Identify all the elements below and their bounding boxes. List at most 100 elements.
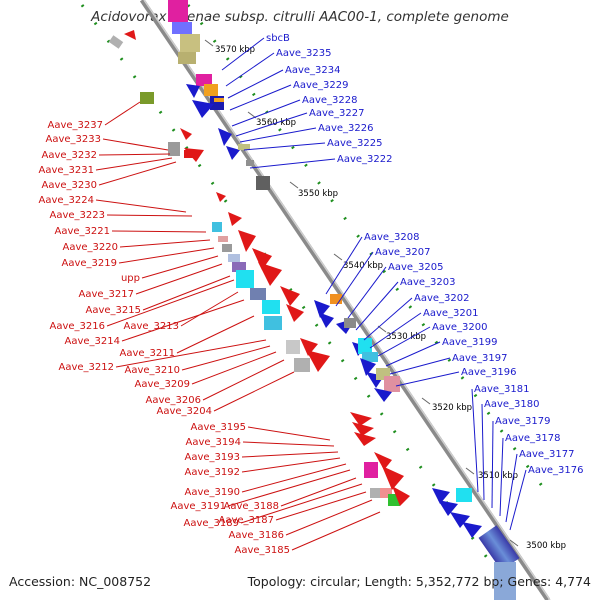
forward-gene-label[interactable]: Aave_3196: [461, 367, 517, 378]
forward-gene-label-leader: [235, 112, 308, 137]
reverse-gene-label-leader: [241, 451, 339, 458]
reverse-gene-label[interactable]: Aave_3194: [186, 437, 242, 448]
reverse-gene-label-leader: [106, 214, 193, 217]
forward-gene-label[interactable]: Aave_3202: [414, 293, 470, 304]
reverse-gene-label-leader: [180, 291, 239, 327]
forward-gene-label[interactable]: Aave_3222: [337, 154, 393, 165]
reverse-gene-label-leader: [102, 138, 169, 151]
forward-gene-label-leader: [481, 403, 485, 501]
reverse-gene-label[interactable]: Aave_3191: [171, 501, 227, 512]
forward-gene-label[interactable]: Aave_3234: [285, 65, 341, 76]
forward-gene-label-leader: [325, 236, 363, 295]
forward-gene-label-leader: [377, 326, 431, 357]
map-title: Acidovorax avenae subsp. citrulli AAC00-…: [91, 9, 509, 25]
kbp-3510: 3510 kbp: [478, 471, 518, 481]
reverse-gene-label[interactable]: Aave_3217: [79, 289, 135, 300]
forward-gene-label[interactable]: Aave_3235: [276, 48, 332, 59]
forward-gene-label[interactable]: Aave_3205: [388, 262, 444, 273]
reverse-gene-label[interactable]: Aave_3188: [224, 501, 280, 512]
forward-gene-label[interactable]: Aave_3200: [432, 322, 488, 333]
reverse-gene-label[interactable]: Aave_3204: [157, 406, 213, 417]
forward-gene-label-leader: [243, 142, 326, 151]
forward-gene-label[interactable]: Aave_3229: [293, 80, 349, 91]
kbp-3550: 3550 kbp: [298, 189, 338, 199]
forward-gene-label-leader: [231, 99, 301, 127]
reverse-gene-label[interactable]: Aave_3216: [50, 321, 106, 332]
forward-strand-genes: [168, 0, 520, 600]
reverse-gene-label[interactable]: Aave_3214: [65, 336, 121, 347]
forward-gene-label-leader: [491, 420, 494, 509]
reverse-gene-label[interactable]: Aave_3210: [125, 365, 181, 376]
reverse-gene-label[interactable]: Aave_3219: [62, 258, 118, 269]
forward-gene-label[interactable]: Aave_3197: [452, 353, 508, 364]
forward-gene-label-leader: [499, 437, 504, 517]
forward-gene-label[interactable]: Aave_3179: [495, 416, 551, 427]
forward-gene-label-leader: [369, 312, 422, 349]
forward-gene-label-leader: [347, 266, 387, 319]
forward-gene-label[interactable]: Aave_3181: [474, 384, 530, 395]
forward-gene-label-leader: [395, 371, 460, 387]
forward-gene-label[interactable]: Aave_3208: [364, 232, 420, 243]
forward-gene-label[interactable]: Aave_3207: [375, 247, 431, 258]
reverse-gene-label[interactable]: Aave_3224: [39, 195, 95, 206]
reverse-gene-label-leader: [142, 275, 231, 311]
reverse-gene-label[interactable]: Aave_3223: [50, 210, 106, 221]
reverse-gene-label[interactable]: Aave_3192: [185, 467, 241, 478]
forward-gene-label[interactable]: Aave_3228: [302, 95, 358, 106]
reverse-gene-label-leader: [141, 255, 219, 279]
forward-gene-label[interactable]: Aave_3203: [400, 277, 456, 288]
topology-text: Topology: circular; Length: 5,352,772 bp…: [247, 574, 591, 589]
reverse-gene-label[interactable]: upp: [121, 273, 140, 284]
reverse-gene-label[interactable]: Aave_3232: [42, 150, 98, 161]
reverse-gene-label-leader: [121, 299, 245, 342]
forward-gene-label[interactable]: Aave_3176: [528, 465, 584, 476]
reverse-gene-label[interactable]: Aave_3220: [63, 242, 119, 253]
reverse-gene-label[interactable]: Aave_3212: [59, 362, 115, 373]
forward-gene-label[interactable]: Aave_3225: [327, 138, 383, 149]
reverse-gene-label-leader: [240, 483, 363, 524]
forward-gene-label-leader: [249, 158, 336, 169]
reverse-gene-label[interactable]: Aave_3186: [229, 530, 285, 541]
accession-text: Accession: NC_008752: [9, 574, 152, 589]
reverse-gene-label[interactable]: Aave_3193: [185, 452, 241, 463]
reverse-gene-label-leader: [213, 371, 295, 412]
forward-gene-label[interactable]: Aave_3180: [484, 399, 540, 410]
reverse-gene-label-leader: [135, 263, 223, 295]
forward-gene-label[interactable]: sbcB: [266, 33, 290, 44]
kbp-3520: 3520 kbp: [432, 403, 472, 413]
forward-gene-label[interactable]: Aave_3201: [423, 308, 479, 319]
reverse-gene-label[interactable]: Aave_3233: [46, 134, 102, 145]
forward-gene-label[interactable]: Aave_3178: [505, 433, 561, 444]
reverse-gene-label[interactable]: Aave_3231: [39, 165, 95, 176]
forward-gene-label-leader: [229, 84, 292, 111]
forward-gene-label-leader: [227, 69, 284, 99]
reverse-gene-label-leader: [247, 426, 331, 441]
reverse-gene-label[interactable]: Aave_3215: [86, 305, 142, 316]
forward-gene-label[interactable]: Aave_3226: [318, 123, 374, 134]
forward-gene-labels: sbcB Aave_3235Aave_3234Aave_3229Aave_3228…: [221, 33, 584, 531]
reverse-gene-label[interactable]: Aave_3189: [184, 518, 240, 529]
reverse-gene-label[interactable]: Aave_3211: [120, 348, 176, 359]
reverse-gene-label[interactable]: Aave_3230: [42, 180, 98, 191]
reverse-strand-genes: [108, 30, 410, 506]
reverse-gene-label-leader: [280, 477, 357, 507]
reverse-gene-label[interactable]: Aave_3213: [124, 321, 180, 332]
reverse-gene-label[interactable]: Aave_3185: [235, 545, 291, 556]
reverse-gene-label[interactable]: Aave_3206: [146, 395, 202, 406]
reverse-gene-label[interactable]: Aave_3195: [191, 422, 247, 433]
reverse-gene-label[interactable]: Aave_3237: [48, 120, 104, 131]
reverse-gene-label[interactable]: Aave_3209: [135, 379, 191, 390]
reverse-gene-label-leader: [98, 153, 171, 156]
reverse-gene-label-leader: [227, 469, 351, 507]
reverse-gene-label[interactable]: Aave_3187: [219, 515, 275, 526]
reverse-gene-label-leader: [241, 463, 347, 493]
forward-gene-label[interactable]: Aave_3177: [519, 449, 575, 460]
reverse-gene-label[interactable]: Aave_3190: [185, 487, 241, 498]
forward-gene-label[interactable]: Aave_3227: [309, 108, 365, 119]
forward-gene-label-leader: [239, 127, 317, 143]
reverse-gene-label-leader: [176, 315, 255, 354]
reverse-gene-label-leader: [202, 359, 285, 401]
reverse-gene-label[interactable]: Aave_3221: [55, 226, 111, 237]
forward-gene-label[interactable]: Aave_3199: [442, 337, 498, 348]
reverse-gene-label-leader: [95, 199, 187, 213]
